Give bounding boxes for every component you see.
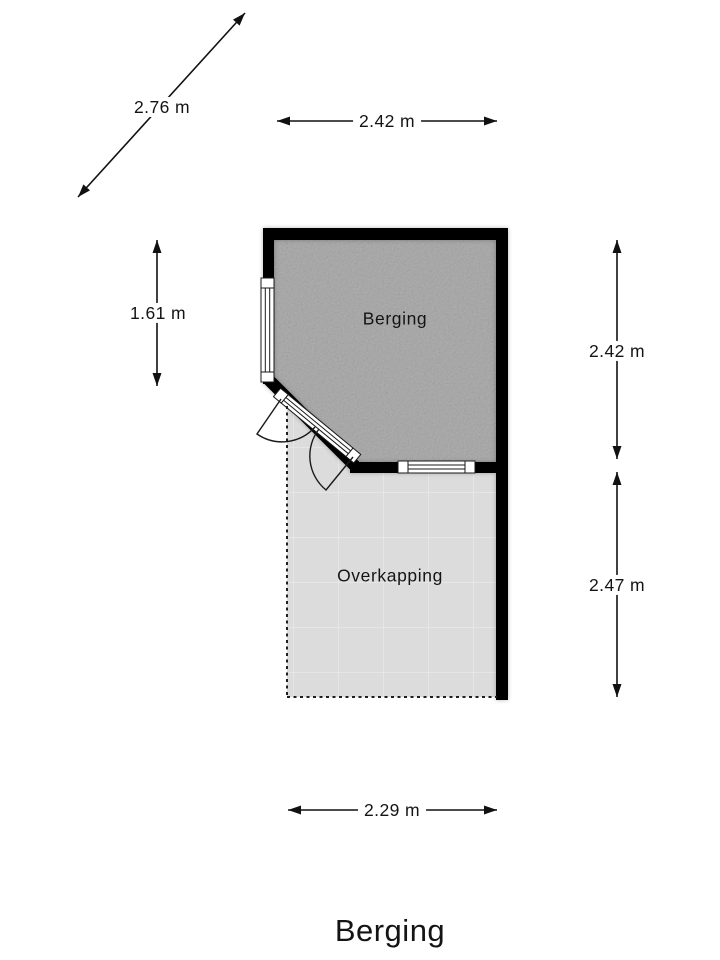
window-bottom — [397, 460, 476, 474]
page-title: Berging — [334, 913, 446, 948]
dim-label-top: 2.42 m — [353, 110, 421, 132]
door-swing-left — [256, 398, 316, 443]
overkapping-room — [287, 406, 497, 697]
room-label-overkapping: Overkapping — [337, 565, 443, 586]
door-double-diagonal — [272, 387, 362, 464]
dim-label-right-upper: 2.42 m — [583, 340, 651, 362]
dim-label-diagonal: 2.76 m — [128, 96, 196, 118]
dim-label-bottom: 2.29 m — [358, 799, 426, 821]
room-label-berging: Berging — [362, 308, 428, 329]
window-left — [260, 277, 275, 383]
door-swing-right — [309, 428, 354, 491]
overkapping-dashed-boundary — [286, 406, 497, 698]
overkapping-floor-grid — [287, 406, 497, 697]
wall-top — [263, 228, 508, 240]
dim-label-right-lower: 2.47 m — [583, 574, 651, 596]
dim-label-left: 1.61 m — [124, 302, 192, 324]
